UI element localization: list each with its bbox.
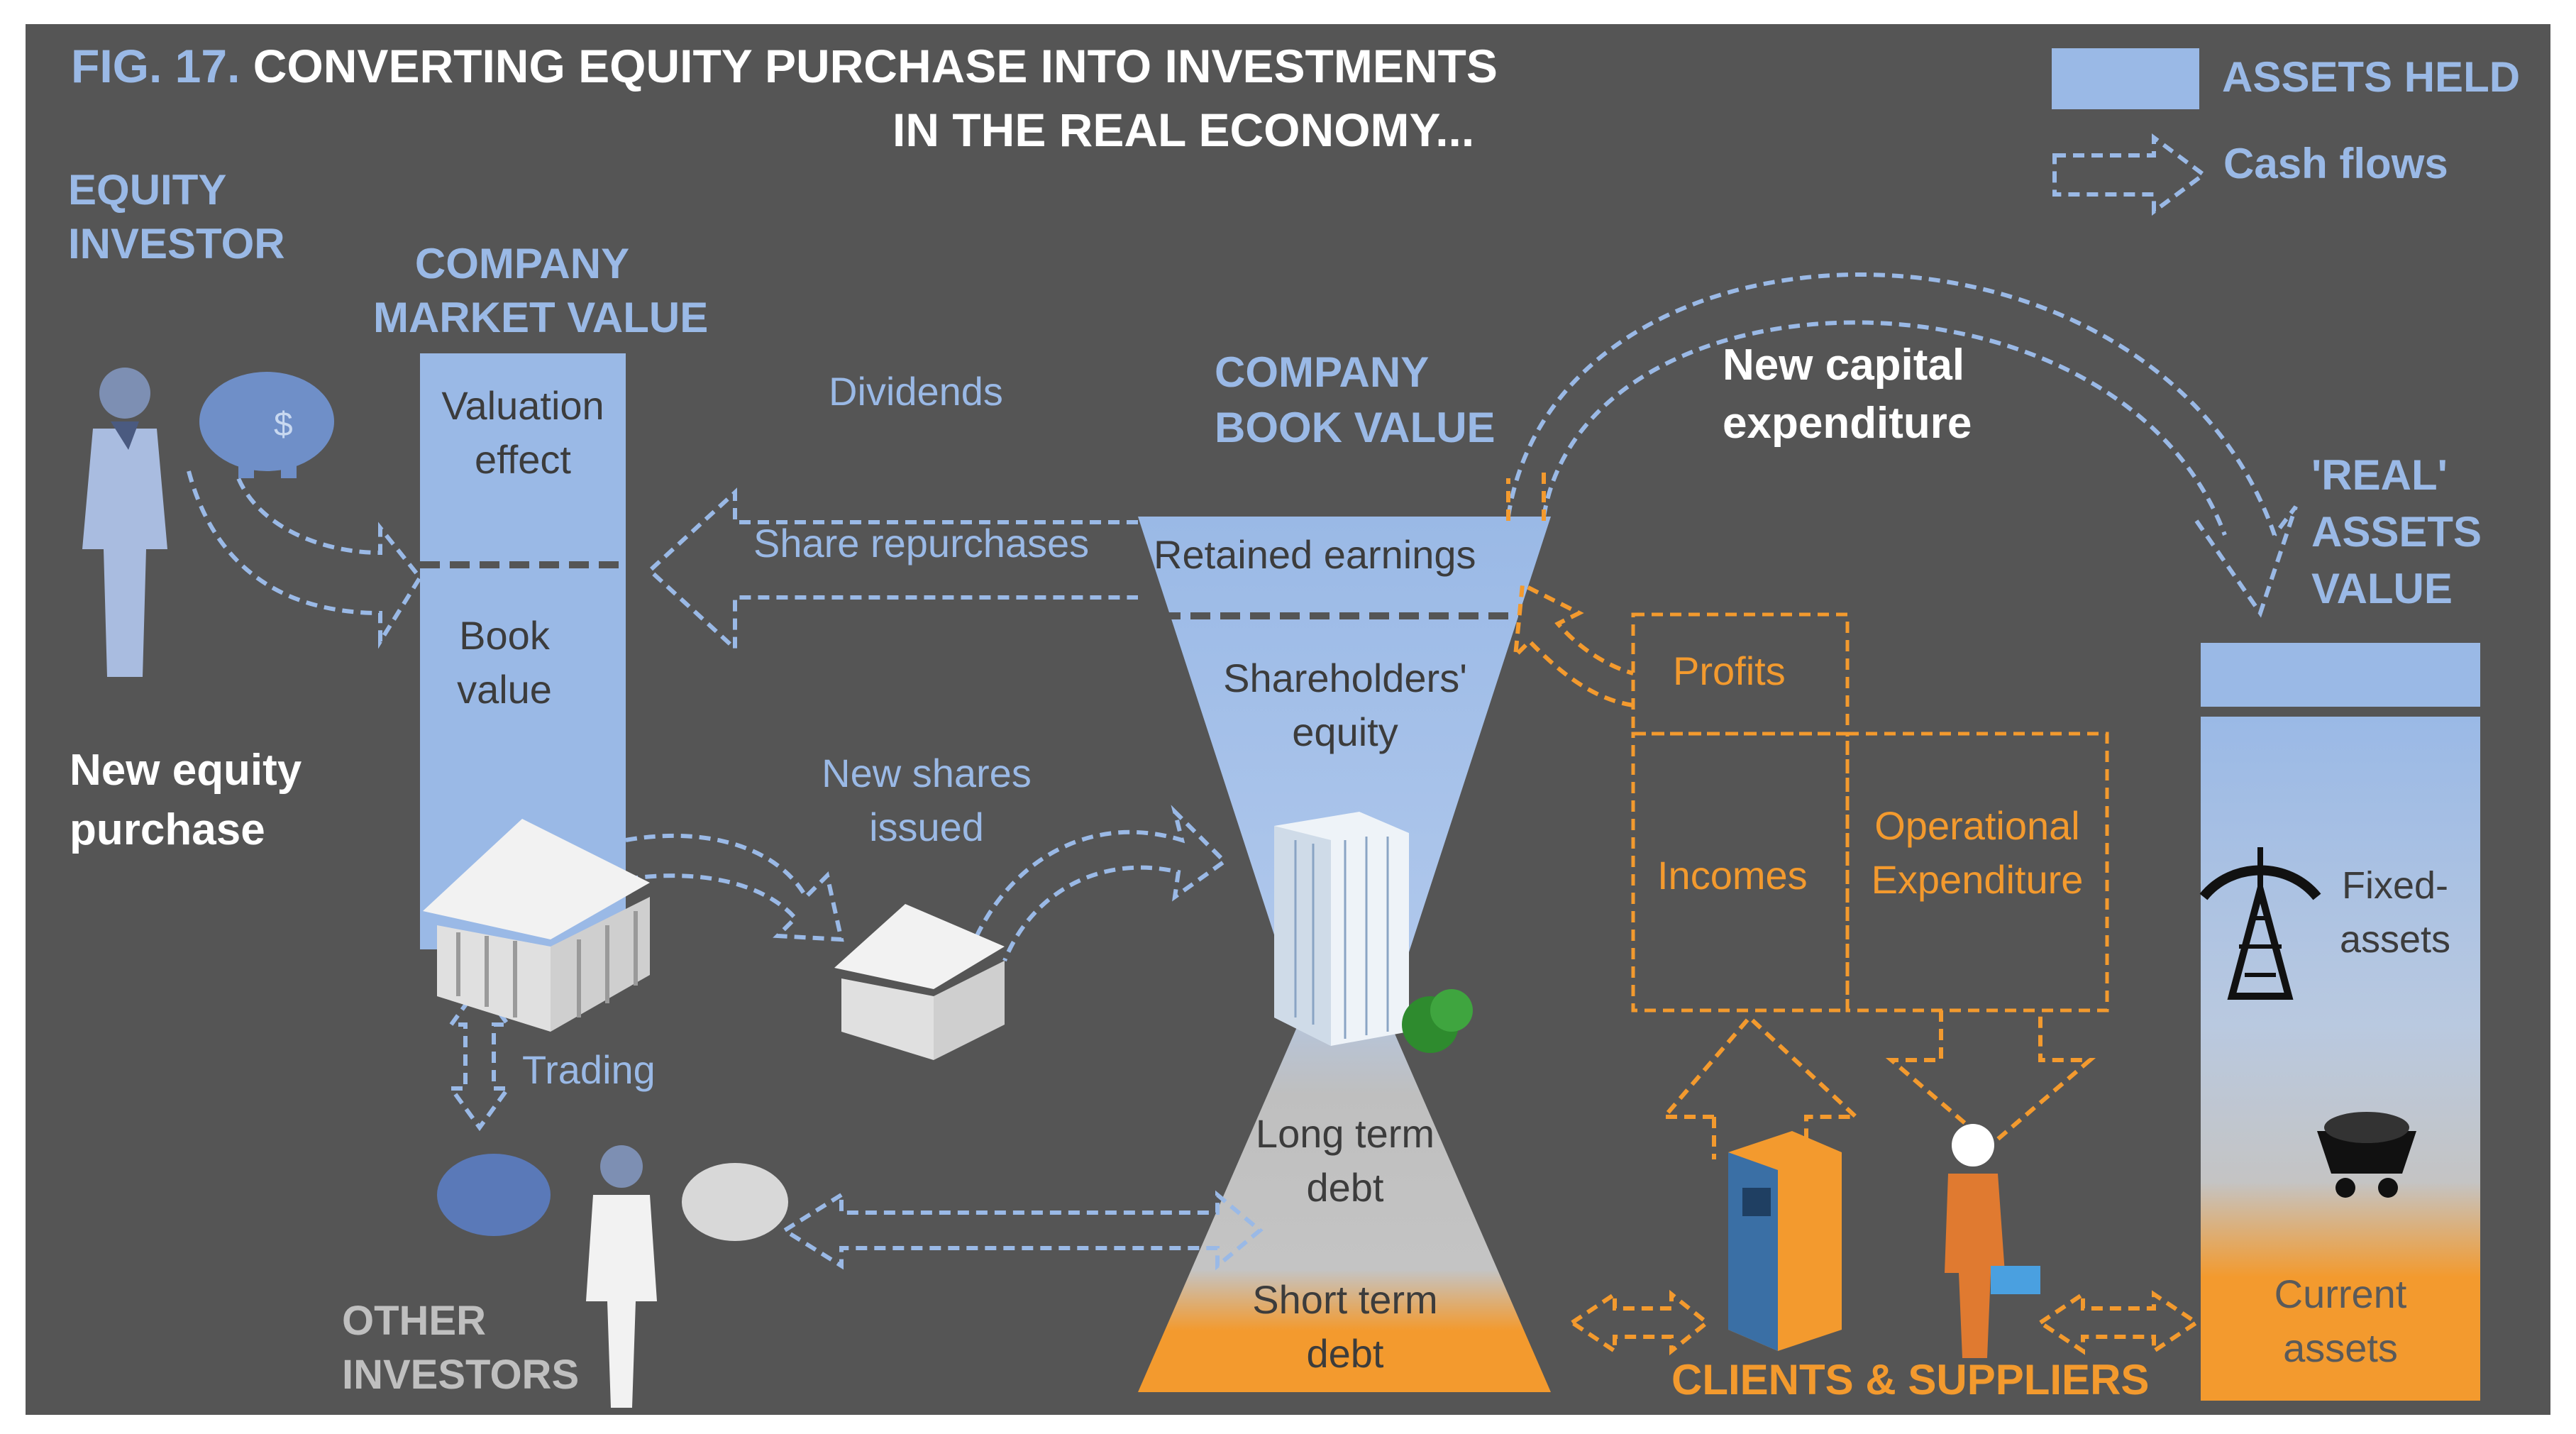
clients-suppliers-label: CLIENTS & SUPPLIERS [1671, 1356, 2150, 1403]
equity-investor-label: EQUITY INVESTOR [68, 166, 285, 268]
long-term-debt-label: Long term debt [1255, 1111, 1435, 1210]
piggy-bank-icon-blue [437, 1154, 551, 1236]
opex-box [1845, 732, 2109, 1013]
capex-arc-outer [1506, 272, 2277, 536]
company-book-value-label: COMPANY BOOK VALUE [1215, 348, 1496, 451]
new-capital-expenditure-label: New capital expenditure [1723, 341, 1972, 448]
share-repurchases-arrow [646, 487, 1138, 653]
legend-assets-swatch [2052, 48, 2199, 109]
diagram-canvas: $ [26, 24, 2550, 1415]
legend-assets-held-label: ASSETS HELD [2222, 53, 2521, 101]
current-assets-label: Current assets [2274, 1272, 2407, 1370]
real-assets-column [2201, 717, 2480, 1401]
profits-to-retained-arrow [1513, 581, 1634, 707]
operational-expenditure-label: Operational Expenditure [1871, 803, 2084, 902]
legend-cashflow-arrow [2052, 133, 2208, 216]
figure-title-line1: CONVERTING EQUITY PURCHASE INTO INVESTME… [253, 40, 1498, 92]
figure-number: FIG. 17. [71, 40, 241, 92]
figure-title: FIG. 17. CONVERTING EQUITY PURCHASE INTO… [71, 40, 1498, 94]
bank-building-icon [423, 819, 650, 1032]
clients-right-arrow [2036, 1290, 2201, 1355]
incomes-box [1631, 732, 1850, 1013]
bank-building-icon-small [834, 904, 1005, 1060]
new-equity-purchase-label: New equity purchase [70, 746, 302, 854]
legend-cash-flows-label: Cash flows [2223, 140, 2448, 187]
new-shares-issued-label: New shares issued [822, 751, 1032, 849]
incomes-label: Incomes [1657, 853, 1808, 898]
valuation-effect-label: Valuation effect [441, 383, 604, 482]
dividends-label: Dividends [829, 369, 1003, 414]
capex-arrowhead [2194, 505, 2298, 618]
opex-down-arrow [1885, 1010, 2096, 1148]
figure-title-line2: IN THE REAL ECONOMY... [892, 104, 1475, 156]
person-icon [82, 368, 167, 677]
worker-icon [1945, 1124, 2040, 1358]
incomes-up-arrow [1659, 1014, 1862, 1159]
profits-label: Profits [1673, 649, 1786, 693]
real-assets-top-bar [2201, 643, 2480, 707]
mine-cart-icon [2317, 1112, 2416, 1198]
fixed-assets-label: Fixed- assets [2339, 864, 2451, 961]
other-investors-label: OTHER INVESTORS [342, 1298, 580, 1398]
retained-earnings-label: Retained earnings [1154, 532, 1476, 577]
new-shares-arrow-2 [967, 805, 1228, 962]
real-assets-value-label: 'REAL' ASSETS VALUE [2311, 451, 2482, 612]
oil-derrick-icon [2199, 847, 2321, 1000]
new-shares-arrow-1 [625, 833, 844, 942]
company-market-value-label: COMPANY MARKET VALUE [373, 240, 709, 341]
short-term-debt-label: Short term debt [1252, 1277, 1438, 1376]
office-tower-icon [1274, 812, 1473, 1053]
capex-arc-inner [1542, 320, 2227, 536]
debt-double-arrow [780, 1190, 1264, 1271]
shareholders-equity-label: Shareholders' equity [1223, 656, 1467, 754]
investor-to-market-arrow [187, 470, 423, 649]
other-investors-person-icon [586, 1145, 657, 1408]
share-repurchases-label: Share repurchases [753, 521, 1090, 566]
clients-left-arrow [1568, 1289, 1710, 1356]
trading-label: Trading [522, 1047, 656, 1092]
fuel-pump-icon [1728, 1131, 1842, 1351]
book-value-label: Book value [457, 613, 552, 712]
trading-arrow [447, 981, 512, 1132]
diagram-graphics: $ [82, 48, 2480, 1408]
svg-text:$: $ [274, 406, 293, 443]
piggy-bank-icon: $ [199, 372, 334, 478]
piggy-bank-icon-silver [682, 1163, 788, 1241]
